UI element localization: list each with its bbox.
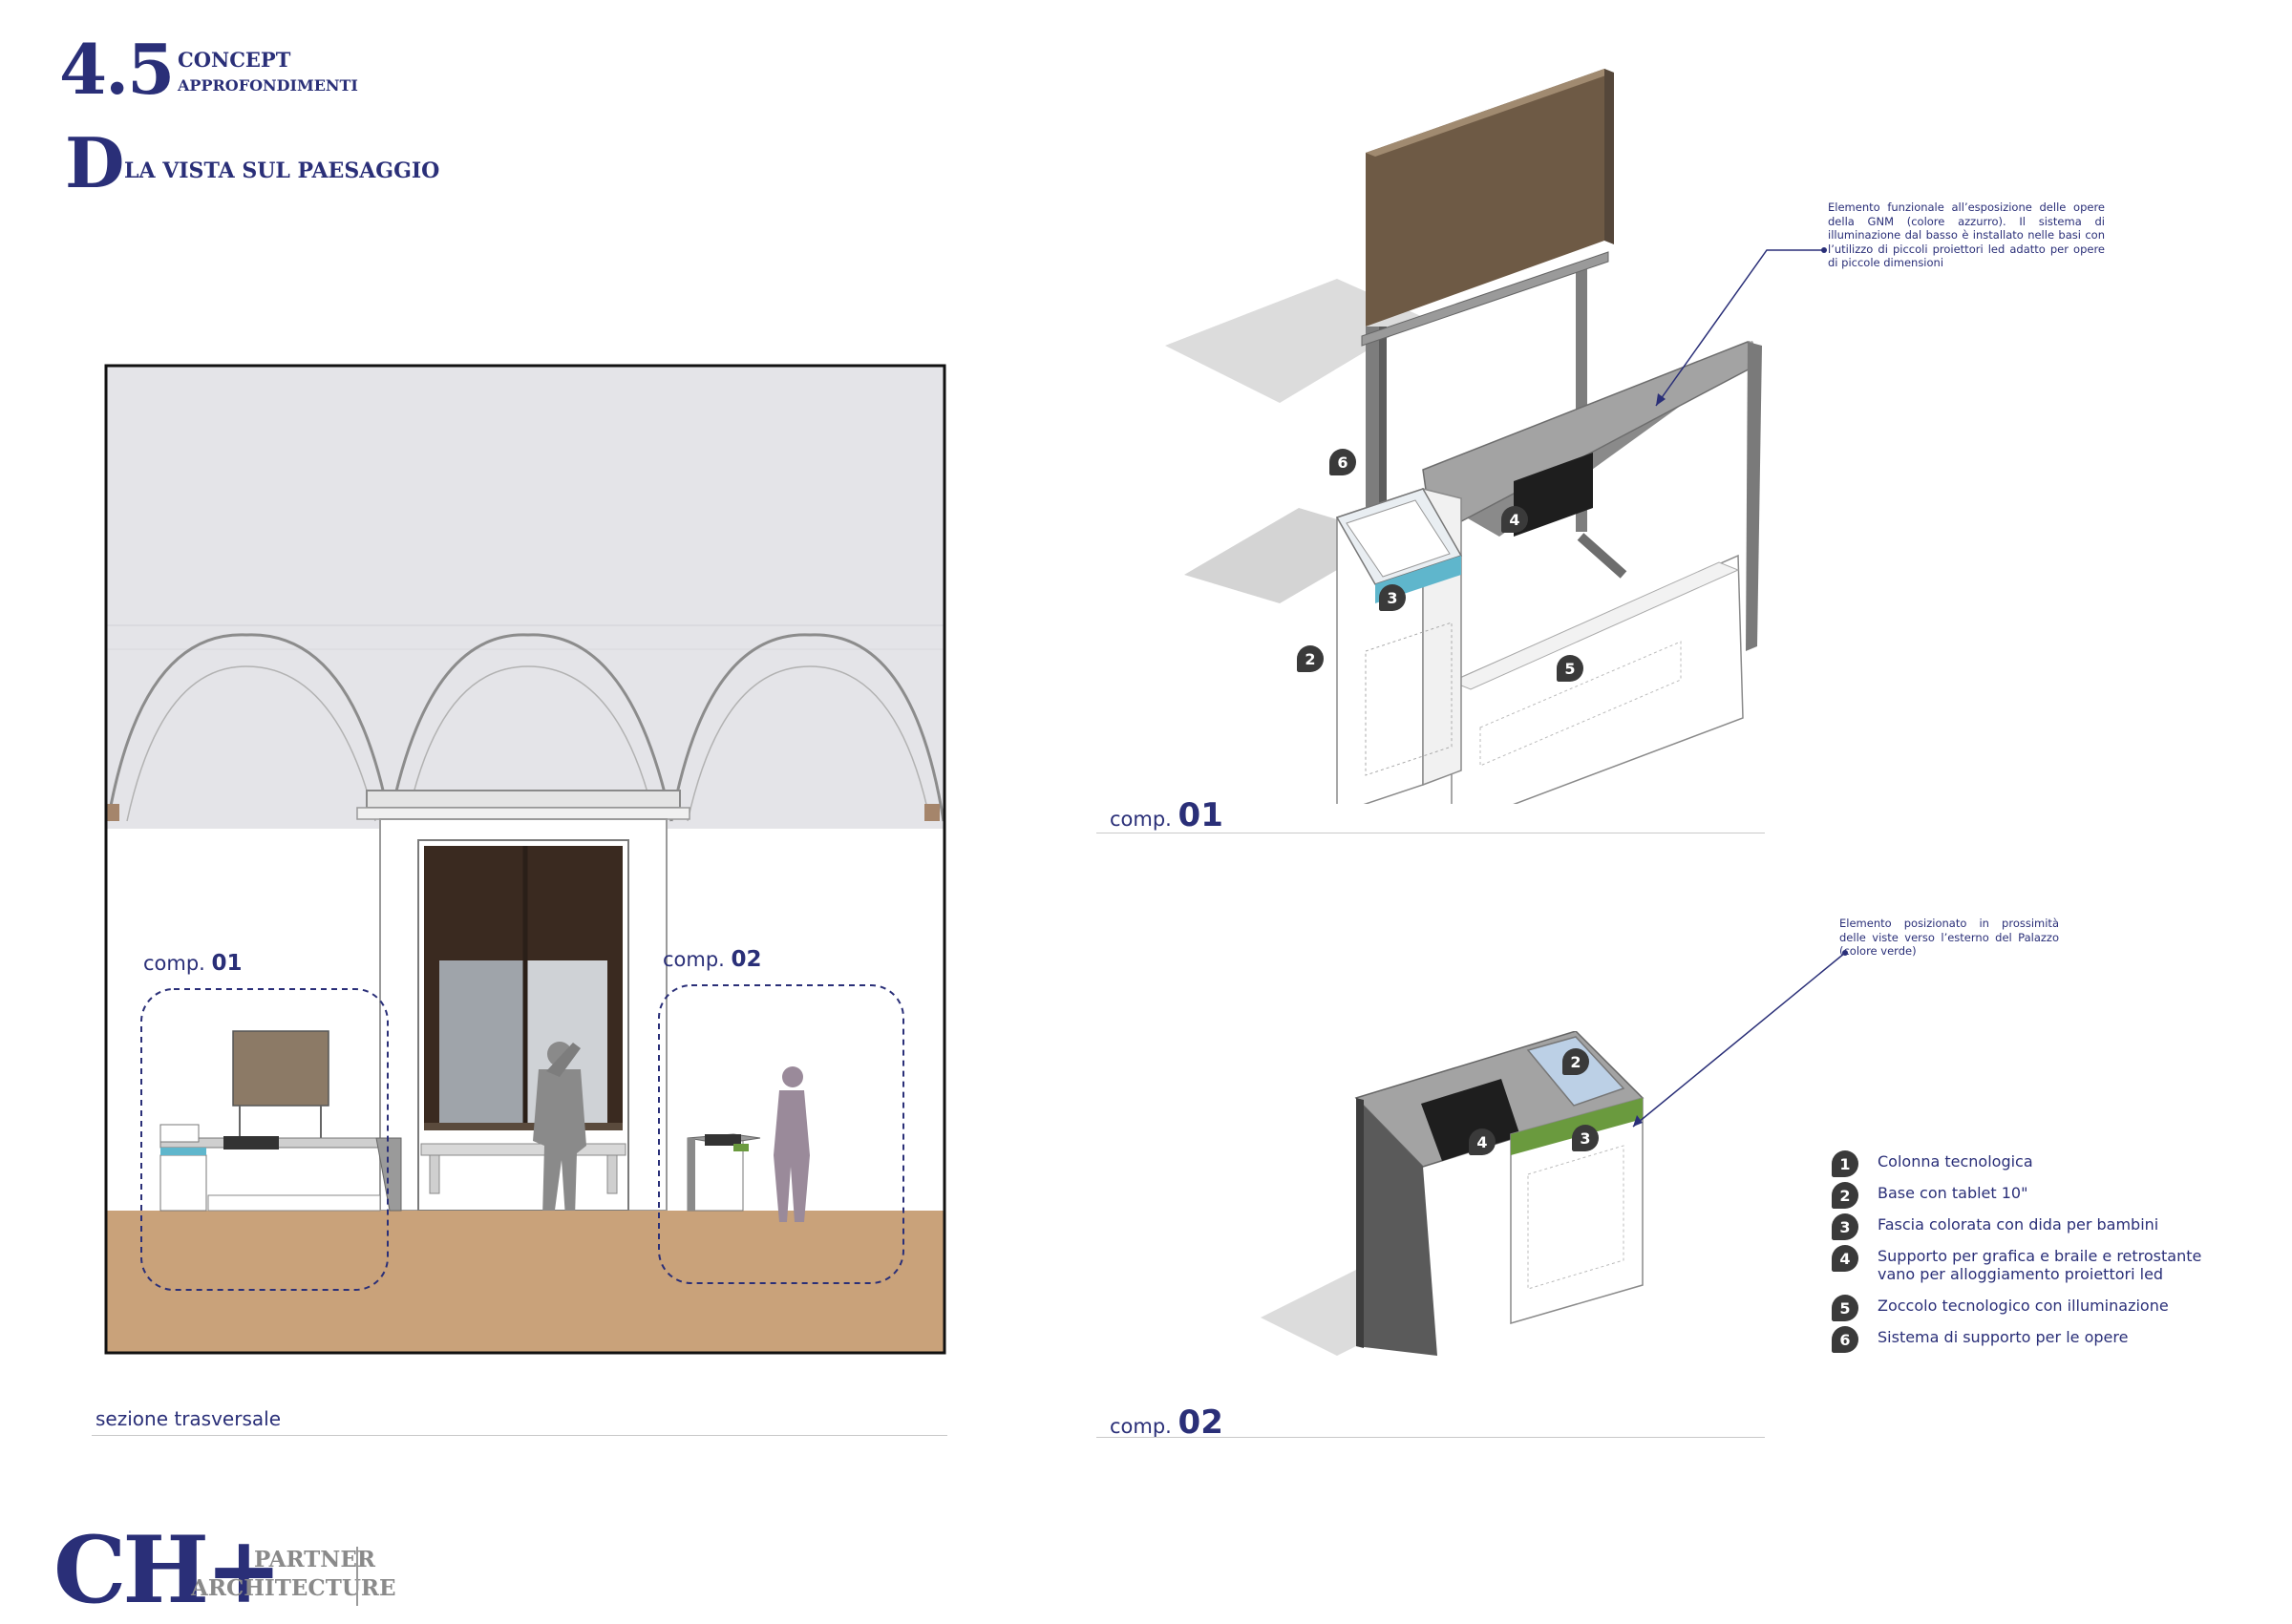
comp01-marker-3: 3 [1379, 584, 1406, 611]
legend-item: 1 Colonna tecnologica [1832, 1150, 2201, 1182]
legend-badge: 6 [1832, 1326, 1858, 1353]
section-comp02-label: comp. 02 [663, 947, 762, 972]
visitor-figure [533, 1042, 586, 1217]
comp02-rule [1096, 1437, 1765, 1438]
legend-badge: 3 [1832, 1213, 1858, 1240]
comp01-leader-line [1655, 247, 1827, 407]
section-comp01-label: comp. 01 [143, 951, 243, 976]
comp01-caption: comp. 01 [1110, 796, 1223, 834]
comp02-marker-2: 2 [1562, 1048, 1589, 1075]
legend-text: Sistema di supporto per le opere [1878, 1328, 2129, 1346]
legend-text: Colonna tecnologica [1878, 1152, 2033, 1171]
comp01-marker-4: 4 [1501, 506, 1528, 533]
legend-text: Supporto per grafica e braile e retrosta… [1878, 1247, 2202, 1283]
comp01-note: Elemento funzionale all’esposizione dell… [1828, 200, 2105, 269]
comp02-note: Elemento posizionato in prossimità delle… [1839, 917, 2059, 958]
comp01-highlight [140, 988, 389, 1291]
comp01-marker-6: 6 [1329, 449, 1356, 475]
approfondimenti-label: APPROFONDIMENTI [178, 76, 358, 95]
vault-arches [106, 633, 945, 822]
comp02-highlight [658, 984, 904, 1284]
legend-text: Fascia colorata con dida per bambini [1878, 1215, 2159, 1234]
comp02-section-unit [687, 1133, 761, 1212]
comp01-marker-5: 5 [1557, 655, 1583, 682]
legend-text: Base con tablet 10" [1878, 1184, 2028, 1202]
legend-item: 4 Supporto per grafica e braile e retros… [1832, 1245, 2201, 1295]
legend-item: 6 Sistema di supporto per le opere [1832, 1326, 2201, 1358]
logo-architecture: ARCHITECTURE [191, 1575, 396, 1601]
legend-item: 2 Base con tablet 10" [1832, 1182, 2201, 1213]
window-frame [356, 790, 690, 1212]
legend-badge: 5 [1832, 1295, 1858, 1321]
logo-partner: PARTNER [254, 1547, 375, 1572]
cross-section-drawing [104, 364, 946, 1355]
legend-item: 3 Fascia colorata con dida per bambini [1832, 1213, 2201, 1245]
legend-badge: 4 [1832, 1245, 1858, 1272]
section-letter: D [65, 122, 125, 203]
section-rule [92, 1435, 947, 1436]
section-title: LA VISTA SUL PAESAGGIO [124, 158, 440, 183]
comp01-axonometric [1165, 69, 1762, 804]
logo-mark: CH+ [53, 1516, 283, 1624]
comp02-marker-4: 4 [1469, 1128, 1496, 1155]
woman-figure [774, 1066, 810, 1222]
comp01-marker-2: 2 [1297, 645, 1324, 672]
legend-badge: 1 [1832, 1150, 1858, 1177]
comp02-axonometric [1261, 1031, 1645, 1356]
legend-item: 5 Zoccolo tecnologico con illuminazione [1832, 1295, 2201, 1326]
floor [106, 1211, 944, 1354]
section-caption: sezione trasversale [96, 1407, 281, 1430]
legend-text: Zoccolo tecnologico con illuminazione [1878, 1297, 2169, 1315]
legend-badge: 2 [1832, 1182, 1858, 1209]
comp02-marker-3: 3 [1572, 1125, 1599, 1151]
comp02-caption: comp. 02 [1110, 1403, 1223, 1442]
section-number: 4.5 [59, 29, 175, 110]
logo-divider [356, 1547, 358, 1606]
comp02-leader-line [1632, 950, 1848, 1128]
comp01-section-unit [159, 1030, 402, 1212]
legend: 1 Colonna tecnologica 2 Base con tablet … [1832, 1150, 2201, 1358]
concept-label: CONCEPT [178, 48, 291, 72]
